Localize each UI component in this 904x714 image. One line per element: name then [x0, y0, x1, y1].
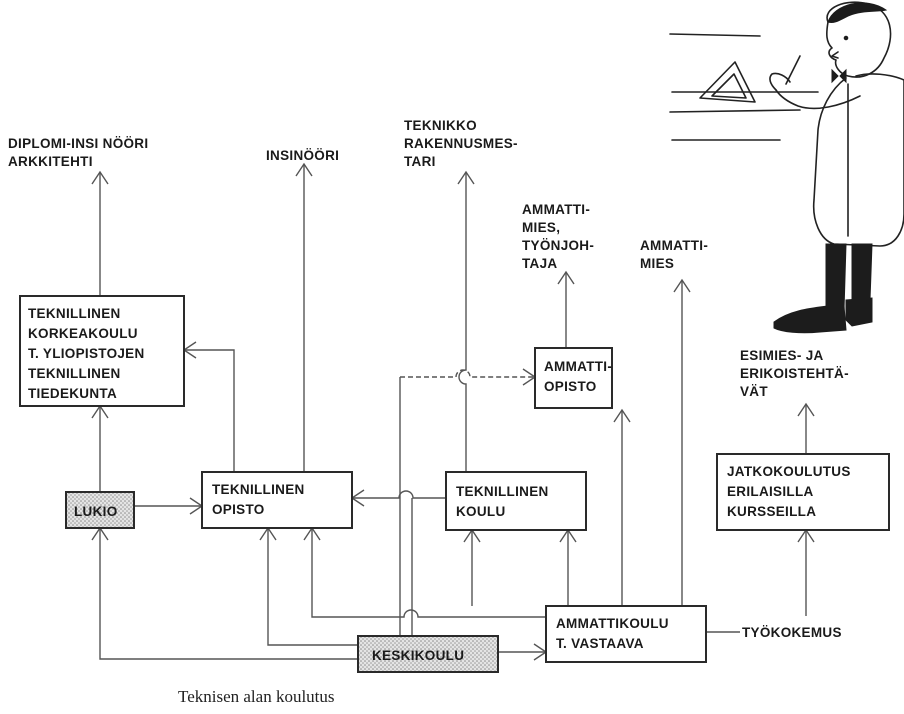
- draftsman-illustration: [669, 1, 904, 334]
- arm: [775, 89, 861, 110]
- lab-coat: [812, 73, 904, 247]
- arrowhead: [557, 270, 575, 285]
- box-text: JATKOKOULUTUS ERILAISILLA KURSSEILLA: [727, 464, 855, 519]
- box-jatkokoulutus: JATKOKOULUTUS ERILAISILLA KURSSEILLA: [716, 453, 890, 531]
- arrowhead: [673, 278, 691, 293]
- shoe-left: [773, 305, 847, 334]
- box-lukio: LUKIO: [65, 491, 135, 529]
- pencil-icon: [785, 55, 801, 85]
- outcome-ammattimies: AMMATTI- MIES: [640, 238, 712, 271]
- bow-tie-icon: [831, 68, 847, 84]
- arrowhead: [295, 162, 313, 177]
- eye: [843, 35, 849, 41]
- outcome-ammattimies-tyonjohtaja: AMMATTI- MIES, TYÖNJOH- TAJA: [522, 202, 598, 271]
- hand: [769, 72, 791, 91]
- box-text: LUKIO: [74, 504, 118, 519]
- box-text: AMMATTI- OPISTO: [544, 359, 616, 394]
- box-text: KESKIKOULU: [372, 648, 464, 663]
- connector-keskikoulu-lukio: [99, 528, 358, 660]
- leg-right: [851, 243, 873, 303]
- connector-ammattikoulu-opisto: [311, 528, 546, 618]
- leg-left: [825, 243, 847, 313]
- box-ammattiopisto: AMMATTI- OPISTO: [534, 347, 616, 409]
- outcome-teknikko: TEKNIKKO RAKENNUSMES- TARI: [404, 118, 522, 169]
- connector-to-ammattiopisto: [400, 369, 535, 378]
- box-text: AMMATTIKOULU T. VASTAAVA: [556, 616, 673, 651]
- box-keskikoulu: KESKIKOULU: [357, 635, 499, 673]
- drawing-board-edge: [669, 33, 761, 37]
- hair: [827, 2, 888, 23]
- outcome-diplomi: DIPLOMI-INSI NÖÖRI ARKKITEHTI: [8, 136, 152, 169]
- box-korkeakoulu: TEKNILLINEN KORKEAKOULU T. YLIOPISTOJEN …: [19, 295, 185, 407]
- box-opisto: TEKNILLINEN OPISTO: [201, 471, 353, 529]
- arrowhead: [613, 408, 631, 423]
- box-koulu: TEKNILLINEN KOULU: [445, 471, 587, 531]
- arrowhead: [457, 170, 475, 185]
- box-text: TEKNILLINEN KOULU: [456, 484, 553, 519]
- connectors: [91, 162, 815, 661]
- figure-caption: Teknisen alan koulutus: [178, 687, 335, 706]
- outcome-esimies: ESIMIES- JA ERIKOISTEHTÄ- VÄT: [740, 348, 853, 399]
- label-tyokokemus: TYÖKOKEMUS: [742, 625, 842, 640]
- set-square-inner: [711, 73, 747, 99]
- arrowhead: [91, 170, 109, 185]
- shoe-right: [845, 297, 873, 327]
- box-ammattikoulu: AMMATTIKOULU T. VASTAAVA: [545, 605, 707, 663]
- arrowhead: [797, 402, 815, 417]
- box-text: TEKNILLINEN OPISTO: [212, 482, 309, 517]
- connector-koulu-opisto: [352, 490, 446, 499]
- connector-keskikoulu-opisto: [267, 528, 358, 646]
- nose: [831, 51, 839, 59]
- connector-koulu-teknikko: [458, 172, 467, 472]
- connector-opisto-korkeakoulu: [184, 349, 235, 472]
- box-text: TEKNILLINEN KORKEAKOULU T. YLIOPISTOJEN …: [28, 306, 149, 401]
- outcome-insinoori: INSINÖÖRI: [266, 148, 339, 163]
- drawing-board-edge: [669, 109, 801, 113]
- set-square-icon: [699, 61, 756, 103]
